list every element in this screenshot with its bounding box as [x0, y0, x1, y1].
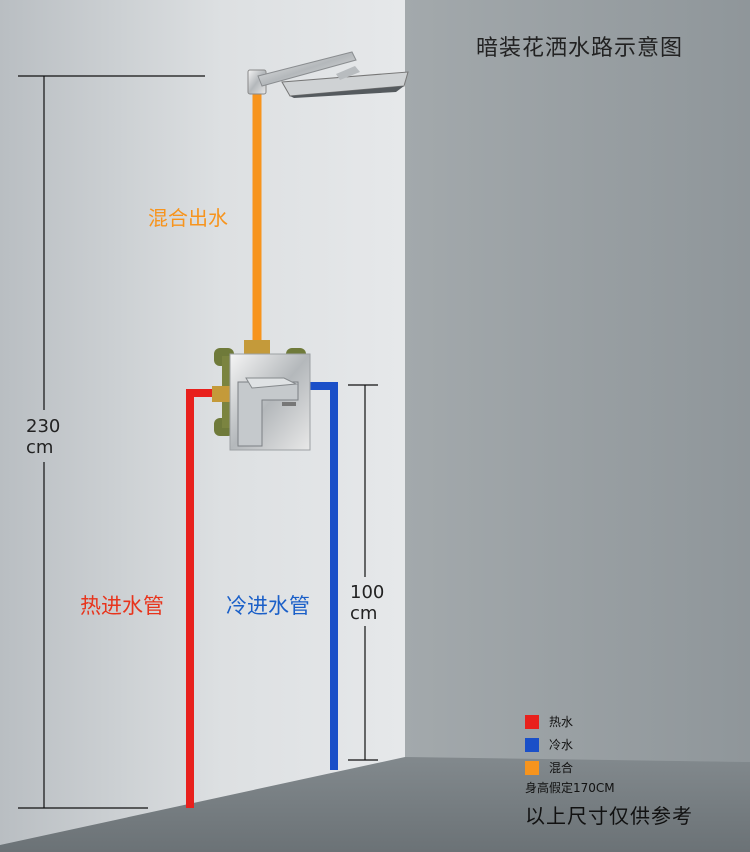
left-wall: [0, 0, 405, 852]
valve-height-unit: cm: [350, 603, 378, 624]
disclaimer-note: 以上尺寸仅供参考: [525, 804, 693, 828]
mixed-water-label: 混合出水: [148, 206, 228, 230]
shower-head: [247, 51, 409, 98]
total-height-dimension: 230 cm: [26, 416, 60, 458]
legend-swatch-cold: [525, 737, 539, 752]
legend-swatch-mixed: [525, 760, 539, 775]
assumed-height-note: 身高假定170CM: [525, 781, 615, 795]
hot-water-label: 热进水管: [80, 594, 164, 618]
total-height-value: 230: [26, 416, 61, 437]
legend-item-hot: 热水: [525, 710, 573, 733]
valve-height-dimension: 100 cm: [350, 582, 384, 624]
dimension-line-100: [348, 384, 378, 761]
cold-water-label: 冷进水管: [226, 594, 310, 618]
dimension-line-230: [18, 75, 205, 809]
legend-label-cold: 冷水: [549, 738, 574, 752]
total-height-unit: cm: [26, 437, 54, 458]
floor: [0, 757, 750, 852]
valve-box: [212, 340, 311, 451]
page-title: 暗装花洒水路示意图: [476, 36, 684, 61]
legend: 热水 冷水 混合: [525, 710, 573, 779]
legend-item-cold: 冷水: [525, 733, 573, 756]
legend-swatch-hot: [525, 714, 539, 729]
legend-item-mixed: 混合: [525, 756, 573, 779]
legend-label-mixed: 混合: [549, 761, 574, 775]
legend-label-hot: 热水: [549, 715, 574, 729]
right-wall: [405, 0, 750, 762]
valve-height-value: 100: [350, 582, 385, 603]
